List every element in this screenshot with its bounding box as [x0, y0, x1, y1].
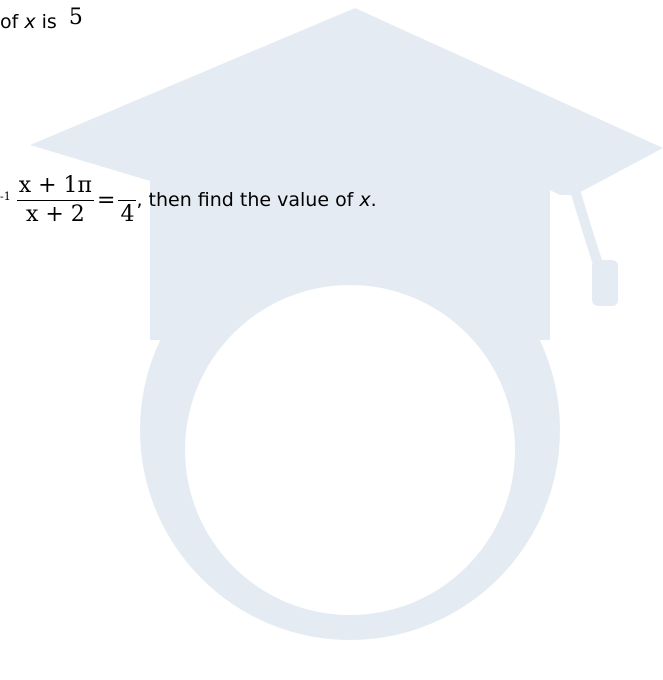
value-five: 5	[68, 5, 83, 30]
fraction-lhs-denominator: x + 2	[25, 202, 85, 227]
variable-x-2: x	[359, 189, 371, 211]
text-suffix-pre: , then find the value of	[136, 189, 360, 211]
fraction-rhs: 4	[118, 172, 137, 229]
variable-x: x	[24, 11, 36, 33]
fraction-rhs-denominator: 4	[120, 202, 135, 227]
fraction-lhs-numerator: x + 1π	[16, 172, 95, 201]
equals-sign: =	[97, 187, 116, 213]
text-suffix-post: .	[370, 189, 377, 211]
fraction-rhs-numerator	[118, 172, 137, 201]
inverse-exponent: -1	[0, 190, 11, 203]
question-line-1: of x is 5	[0, 6, 83, 34]
text-suffix: is	[35, 11, 63, 33]
text-prefix: of	[0, 11, 25, 33]
